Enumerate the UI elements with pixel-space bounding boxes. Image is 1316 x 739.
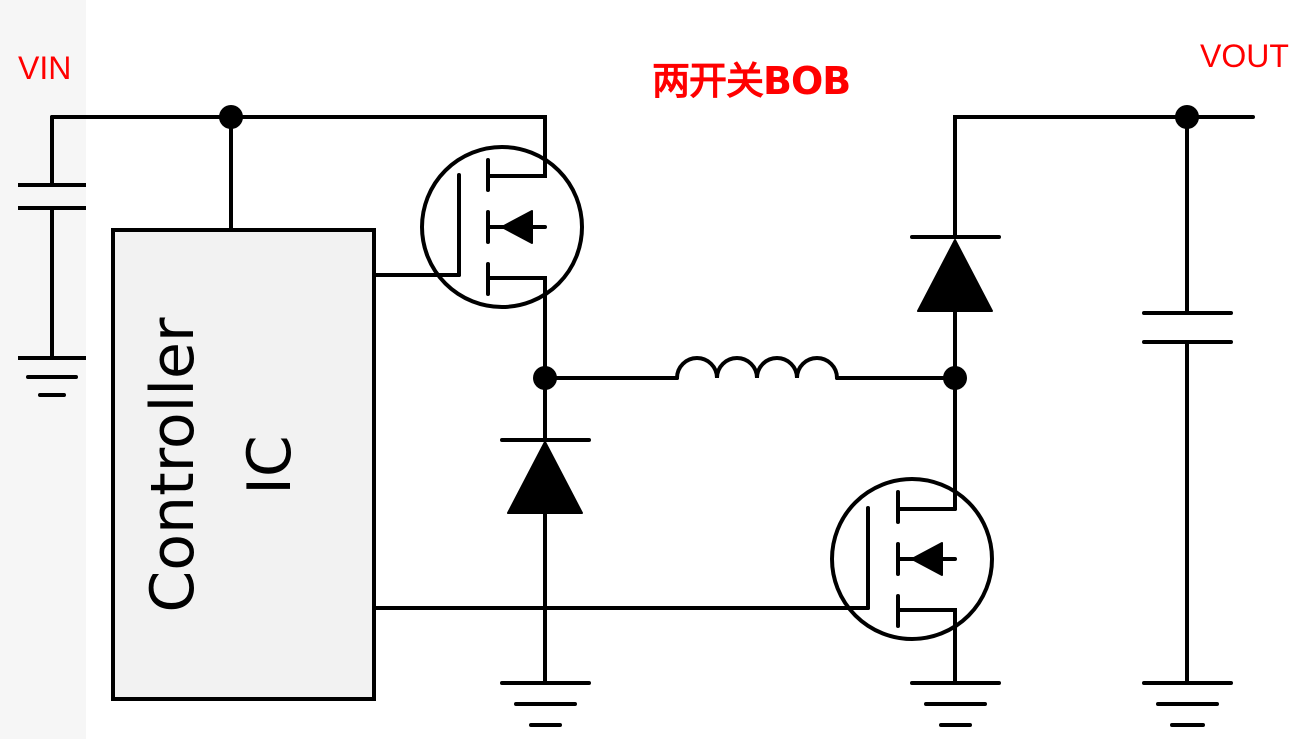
high-side-mosfet [372, 115, 584, 380]
q1-body-diode-arrow [501, 210, 533, 244]
q2-body-diode-arrow [911, 542, 943, 576]
vout-label: VOUT [1200, 38, 1289, 74]
boost-output-diode [910, 115, 1255, 380]
ic-label: IC [235, 435, 305, 495]
ground-icon-q2 [910, 681, 1001, 727]
vin-rail [50, 105, 547, 232]
controller-label: Controller [138, 317, 208, 612]
input-ground-icon [18, 356, 86, 397]
vin-label: VIN [18, 50, 72, 86]
ground-icon-d1 [500, 681, 591, 727]
diagram-title: 两开关BOB [652, 59, 851, 103]
switch-node-left [533, 366, 679, 390]
ground-icon-cout [1142, 681, 1233, 727]
freewheel-diode [500, 376, 591, 685]
controller-ic: Controller IC [111, 228, 376, 701]
low-side-mosfet [830, 376, 994, 685]
left-background-strip [0, 0, 86, 739]
input-capacitor [18, 183, 86, 360]
output-capacitor [1142, 105, 1233, 685]
inductor [675, 356, 957, 380]
